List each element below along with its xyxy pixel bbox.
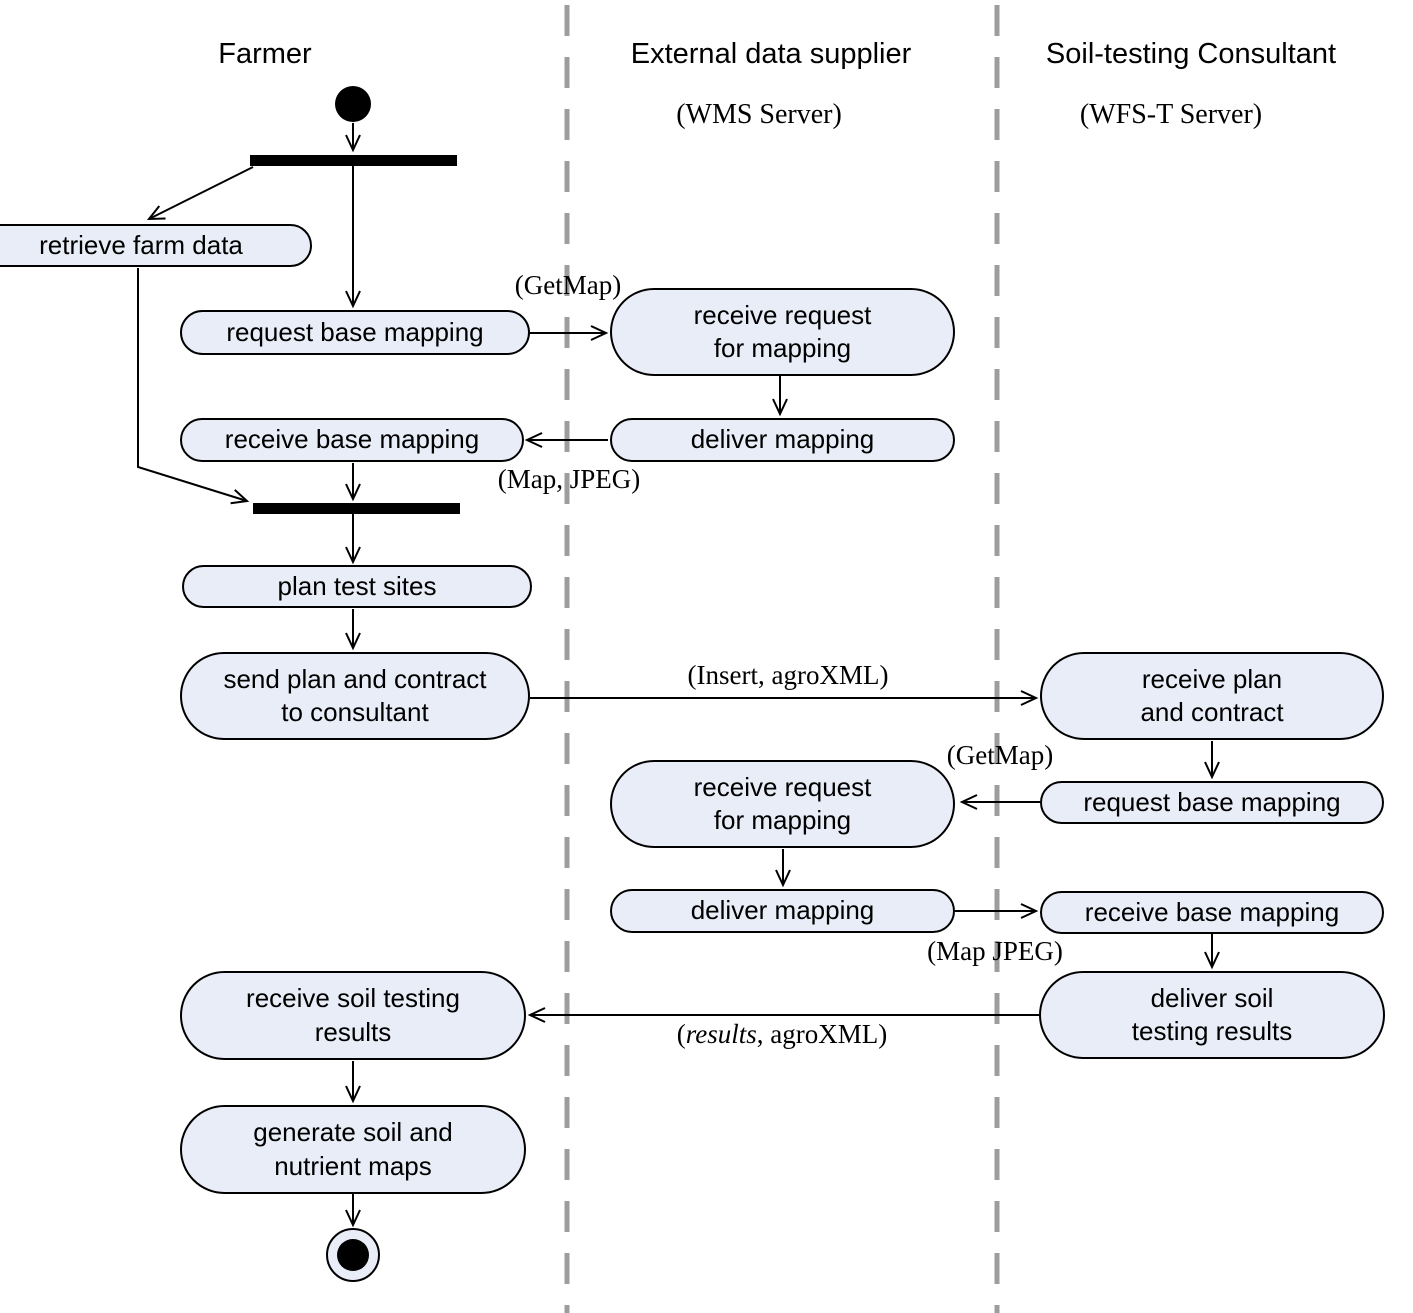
activity-label: plan test sites [277, 570, 437, 601]
activity-label: receive request for mapping [693, 299, 872, 363]
activity-label: receive base mapping [1084, 896, 1340, 927]
edge-label-map-jpeg-2: (Map JPEG) [927, 936, 1063, 966]
activity-label: generate soil and nutrient maps [253, 1117, 453, 1181]
lane-subtitle-wms-server: (WMS Server) [676, 99, 842, 130]
initial-node [335, 86, 371, 122]
activity-receive-base-mapping-farmer: receive base mapping [180, 418, 524, 462]
activity-label: deliver mapping [690, 424, 875, 455]
activity-deliver-soil-testing-results: deliver soil testing results [1039, 971, 1385, 1059]
lane-title-soil-testing-consultant: Soil-testing Consultant [1045, 38, 1337, 70]
edge-label-insert-agroxml: (Insert, agroXML) [687, 660, 889, 690]
activity-label: receive base mapping [224, 424, 480, 455]
edge-label-results-agroxml: (results, agroXML) [632, 1019, 932, 1050]
lane-title-external-data-supplier: External data supplier [630, 38, 912, 70]
edge-fork-to-retrieve-farm-data [146, 166, 254, 221]
activity-label: receive plan and contract [1140, 663, 1284, 727]
activity-label: deliver soil testing results [1131, 982, 1293, 1046]
lane-subtitle-wfst-server: (WFS-T Server) [1079, 99, 1263, 130]
edge-label-part: , agroXML) [756, 1019, 888, 1049]
fork-bar [250, 155, 457, 166]
edge-label-map-jpeg-1: (Map, JPEG) [497, 464, 641, 494]
activity-receive-base-mapping-consultant: receive base mapping [1040, 891, 1384, 934]
activity-send-plan-and-contract: send plan and contract to consultant [180, 652, 530, 740]
activity-label: receive soil testing results [246, 983, 460, 1047]
edge-label-part-italic: results [685, 1019, 757, 1049]
activity-deliver-mapping-2: deliver mapping [610, 889, 955, 933]
final-node-core [337, 1239, 369, 1271]
activity-request-base-mapping-consultant: request base mapping [1040, 781, 1384, 824]
edge-label-getmap-2: (GetMap) [946, 740, 1054, 770]
activity-request-base-mapping-farmer: request base mapping [180, 310, 530, 355]
edge-retrieve-farm-data-to-join [137, 268, 250, 505]
activity-receive-soil-testing-results: receive soil testing results [180, 971, 526, 1060]
lane-title-farmer: Farmer [218, 38, 312, 70]
join-bar [253, 503, 460, 514]
activity-label: request base mapping [226, 316, 484, 347]
activity-plan-test-sites: plan test sites [182, 565, 532, 608]
activity-receive-request-for-mapping-1: receive request for mapping [610, 288, 955, 376]
activity-label: receive request for mapping [693, 771, 872, 835]
activity-receive-plan-and-contract: receive plan and contract [1040, 652, 1384, 740]
activity-label: retrieve farm data [39, 229, 243, 260]
edge-label-part: ( [676, 1019, 686, 1049]
activity-label: deliver mapping [690, 895, 875, 926]
edge-label-getmap-1: (GetMap) [514, 270, 622, 300]
activity-generate-soil-nutrient-maps: generate soil and nutrient maps [180, 1105, 526, 1194]
activity-label: send plan and contract to consultant [223, 663, 487, 727]
activity-retrieve-farm-data: retrieve farm data [0, 224, 312, 267]
activity-deliver-mapping-1: deliver mapping [610, 418, 955, 462]
activity-label: request base mapping [1083, 786, 1341, 817]
activity-receive-request-for-mapping-2: receive request for mapping [610, 760, 955, 848]
